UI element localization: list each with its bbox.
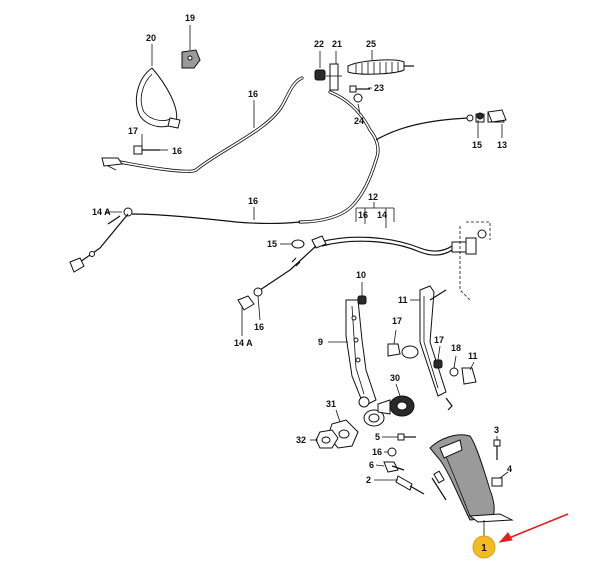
label-part-29: 25	[366, 39, 376, 49]
accelerator-pedal-1-drawing	[429, 434, 514, 523]
highlight-badge-part-1: 1	[472, 535, 496, 559]
cable-13-lower-drawing	[259, 221, 491, 301]
end-fitting-14-drawing	[487, 109, 507, 123]
label-part-26: 22	[314, 39, 324, 49]
reference-bracket-13	[355, 208, 395, 222]
label-part-17-right: 17	[434, 335, 444, 345]
label-part-31: 31	[326, 399, 336, 409]
washer-28-drawing	[353, 93, 363, 103]
label-part-21: 16	[172, 146, 182, 156]
nut-17b-drawing	[433, 359, 443, 369]
pin-6-drawing	[383, 461, 405, 473]
label-part-25: 21	[332, 39, 342, 49]
highlight-arrow	[498, 513, 569, 543]
clip-23-drawing	[181, 49, 201, 69]
label-part-20: 16	[248, 89, 258, 99]
boot-29-drawing	[347, 59, 414, 75]
washer-16d-drawing	[387, 447, 397, 457]
label-part-18: 18	[451, 343, 461, 353]
clip-18-drawing	[449, 367, 459, 377]
label-part-15-left: 14 A	[92, 207, 111, 217]
bolt-5-drawing	[397, 433, 416, 441]
bolt-21-drawing	[133, 145, 160, 155]
washer-16a-drawing	[476, 112, 484, 120]
label-part-15-center: 15	[267, 239, 277, 249]
label-part-6: 6	[369, 460, 374, 470]
label-part-1: 1	[481, 543, 487, 554]
spring-clip-12-drawing	[461, 367, 477, 385]
label-part-10: 10	[356, 270, 366, 280]
label-part-14a-bracket: 14	[377, 210, 387, 220]
nut-10-drawing	[357, 295, 367, 305]
bearing-30-drawing	[377, 395, 415, 417]
bracket-25-drawing	[326, 63, 342, 91]
screw-3-drawing	[493, 439, 501, 460]
nut-26-drawing	[314, 69, 326, 81]
leader-lines	[105, 25, 509, 536]
label-part-16-lower: 16	[372, 447, 382, 457]
label-part-17-left: 17	[392, 316, 402, 326]
label-part-19: 16	[248, 196, 258, 206]
lever-11-drawing	[401, 285, 453, 411]
cable-19-drawing	[69, 207, 301, 273]
nut-4-drawing	[491, 477, 503, 487]
lever-9-drawing	[345, 299, 385, 427]
clip-17a-drawing	[387, 343, 401, 357]
label-part-5: 5	[375, 432, 380, 442]
clip-15b-drawing	[291, 239, 305, 249]
label-part-22: 17	[128, 126, 138, 136]
label-part-12: 11	[468, 351, 478, 361]
label-part-16-bracket: 16	[358, 210, 368, 220]
label-part-23: 19	[185, 13, 195, 23]
label-part-11: 11	[398, 295, 408, 305]
label-part-14: 13	[497, 140, 507, 150]
label-part-16-center: 16	[254, 322, 264, 332]
label-part-27: 23	[374, 83, 384, 93]
throttle-cable-13-drawing	[298, 90, 505, 224]
label-part-16-top: 15	[472, 140, 482, 150]
pin-2-drawing	[395, 475, 425, 495]
label-part-2: 2	[366, 475, 371, 485]
label-part-30: 30	[390, 373, 400, 383]
part-labels: 19 20 16 17 16 22 21 25 23 24 15 13 14 A…	[92, 13, 512, 485]
label-part-14a-left: 14 A	[234, 338, 253, 348]
bracket-24-drawing	[136, 67, 181, 129]
label-part-24: 20	[146, 33, 156, 43]
bolt-27-drawing	[349, 85, 370, 93]
cable-20-drawing	[101, 76, 304, 173]
label-part-32: 32	[296, 435, 306, 445]
label-part-4: 4	[507, 464, 512, 474]
label-part-9: 9	[318, 337, 323, 347]
label-part-28: 24	[354, 116, 364, 126]
label-part-13: 12	[368, 192, 378, 202]
label-part-3: 3	[494, 425, 499, 435]
